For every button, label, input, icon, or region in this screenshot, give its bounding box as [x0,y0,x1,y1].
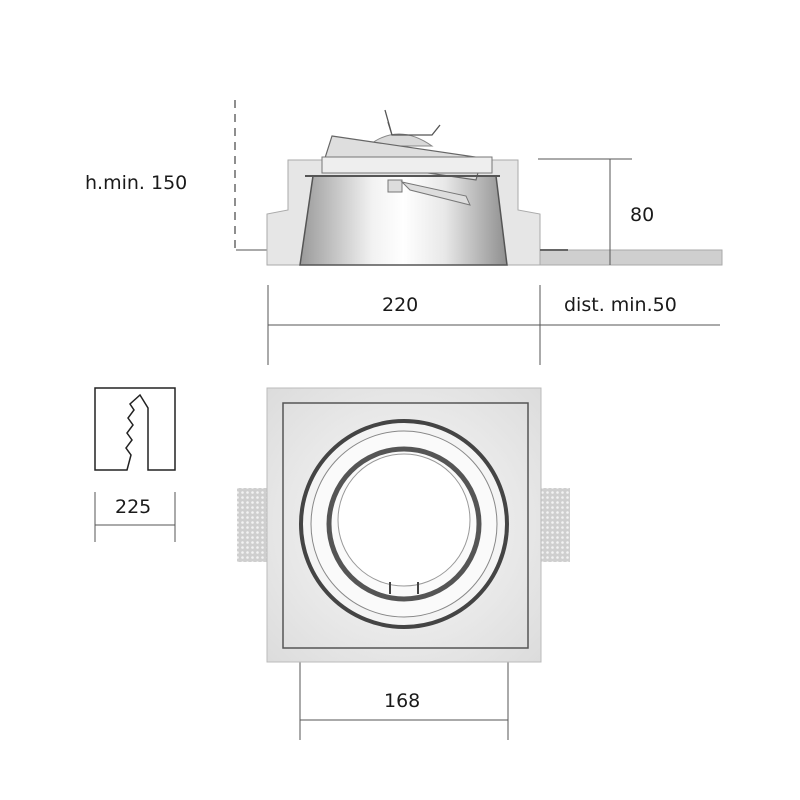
mesh-tab-left [237,488,267,562]
ceiling-board [539,249,723,266]
dimension-lines [94,158,720,740]
profile-section-icon [94,387,176,471]
inner-width-label: 168 [384,690,421,712]
side-view [234,100,723,266]
ring-clips [389,582,419,594]
profile-width-label: 225 [115,496,152,518]
top-view [237,387,570,663]
reflector-cone [299,175,508,266]
mesh-tab-right [541,488,570,562]
width-label: 220 [382,294,419,316]
height-label: 80 [630,204,655,226]
min-height-label: h.min. 150 [85,172,188,194]
min-distance-label: dist. min.50 [564,294,677,316]
spring-clip [384,109,441,136]
